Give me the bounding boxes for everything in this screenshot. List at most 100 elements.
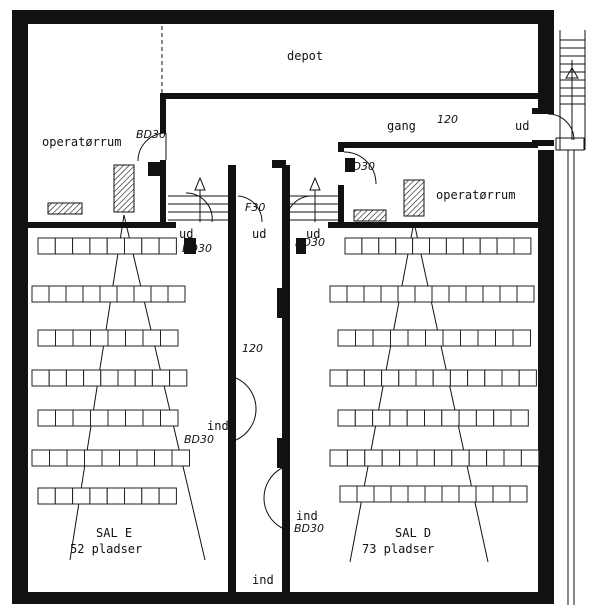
sal-e-row	[37, 237, 177, 255]
seat	[510, 409, 529, 427]
seat	[169, 369, 188, 387]
ud-left-label: ud	[179, 227, 193, 241]
bd30-ind-mid: BD30	[184, 433, 214, 446]
seat	[154, 449, 173, 467]
seat	[389, 409, 408, 427]
gang-label: gang	[387, 119, 416, 133]
seat	[415, 369, 434, 387]
seat	[90, 329, 109, 347]
seat	[445, 237, 464, 255]
projection-lines	[69, 214, 489, 563]
seat	[451, 449, 470, 467]
operatorrum-left-label: operatørrum	[42, 135, 121, 149]
seat	[424, 409, 443, 427]
seat	[496, 237, 515, 255]
seat	[412, 237, 431, 255]
sal-e-seating	[31, 237, 190, 505]
seat	[441, 409, 460, 427]
seat	[72, 237, 91, 255]
seat	[141, 487, 160, 505]
seat	[337, 409, 356, 427]
seat	[399, 449, 418, 467]
sal-d-row	[337, 409, 529, 427]
seat	[390, 329, 409, 347]
seat	[134, 369, 153, 387]
seat	[512, 329, 531, 347]
seat	[429, 237, 447, 255]
seat	[398, 369, 417, 387]
seat	[363, 369, 383, 387]
outer-walls	[12, 10, 554, 604]
bd30-op-left: BD30	[136, 128, 166, 141]
seat	[125, 409, 144, 427]
seat	[433, 449, 453, 467]
f30-annotation: F30	[245, 201, 265, 214]
seat	[432, 369, 451, 387]
seat	[509, 485, 528, 503]
external-stair	[555, 30, 586, 605]
seat	[141, 237, 160, 255]
seat	[361, 237, 380, 255]
seat	[136, 449, 155, 467]
seat	[107, 409, 126, 427]
seat	[458, 485, 477, 503]
seat	[416, 449, 435, 467]
seat	[65, 285, 84, 303]
sal-e-row	[31, 285, 186, 303]
seat	[390, 485, 409, 503]
seat	[158, 487, 177, 505]
seat	[55, 329, 74, 347]
seat	[106, 237, 125, 255]
seat	[381, 369, 400, 387]
door-swings	[137, 113, 575, 529]
seat	[501, 369, 520, 387]
seat	[329, 285, 348, 303]
sal-d-row	[329, 369, 537, 387]
seat	[37, 237, 56, 255]
seat	[72, 487, 91, 505]
sal-e-row	[37, 329, 179, 347]
seat	[37, 329, 56, 347]
corridor-width-annotation: 120	[242, 342, 263, 355]
gang-width-annotation: 120	[437, 113, 458, 126]
seat	[48, 285, 67, 303]
seat	[37, 409, 56, 427]
seat	[372, 329, 391, 347]
seat	[378, 237, 397, 255]
seat	[37, 487, 56, 505]
seat	[90, 409, 109, 427]
seat	[133, 285, 152, 303]
seat	[125, 329, 144, 347]
seat	[406, 409, 426, 427]
seat	[329, 369, 348, 387]
seat	[160, 329, 179, 347]
seat	[89, 487, 108, 505]
bd30-ind-right: BD30	[294, 522, 324, 535]
seat	[424, 485, 443, 503]
seat	[160, 409, 179, 427]
internal-stairs	[168, 176, 338, 222]
seat	[518, 369, 537, 387]
projector-equipment	[47, 164, 425, 222]
sal-d-row	[329, 449, 540, 467]
seat	[49, 449, 68, 467]
seat	[516, 285, 535, 303]
seat	[520, 449, 540, 467]
sal-e-row	[37, 487, 177, 505]
seat	[363, 285, 382, 303]
seat	[425, 329, 444, 347]
seat	[381, 449, 401, 467]
seat	[484, 369, 503, 387]
seat	[107, 329, 126, 347]
seat	[395, 237, 414, 255]
seat	[477, 329, 496, 347]
sal-d-row	[329, 285, 535, 303]
sal-d-seats: 73 pladser	[362, 542, 434, 556]
seat	[158, 237, 177, 255]
seat	[72, 409, 91, 427]
seat	[82, 285, 101, 303]
seat	[89, 237, 108, 255]
seat	[31, 449, 50, 467]
seat	[84, 449, 103, 467]
